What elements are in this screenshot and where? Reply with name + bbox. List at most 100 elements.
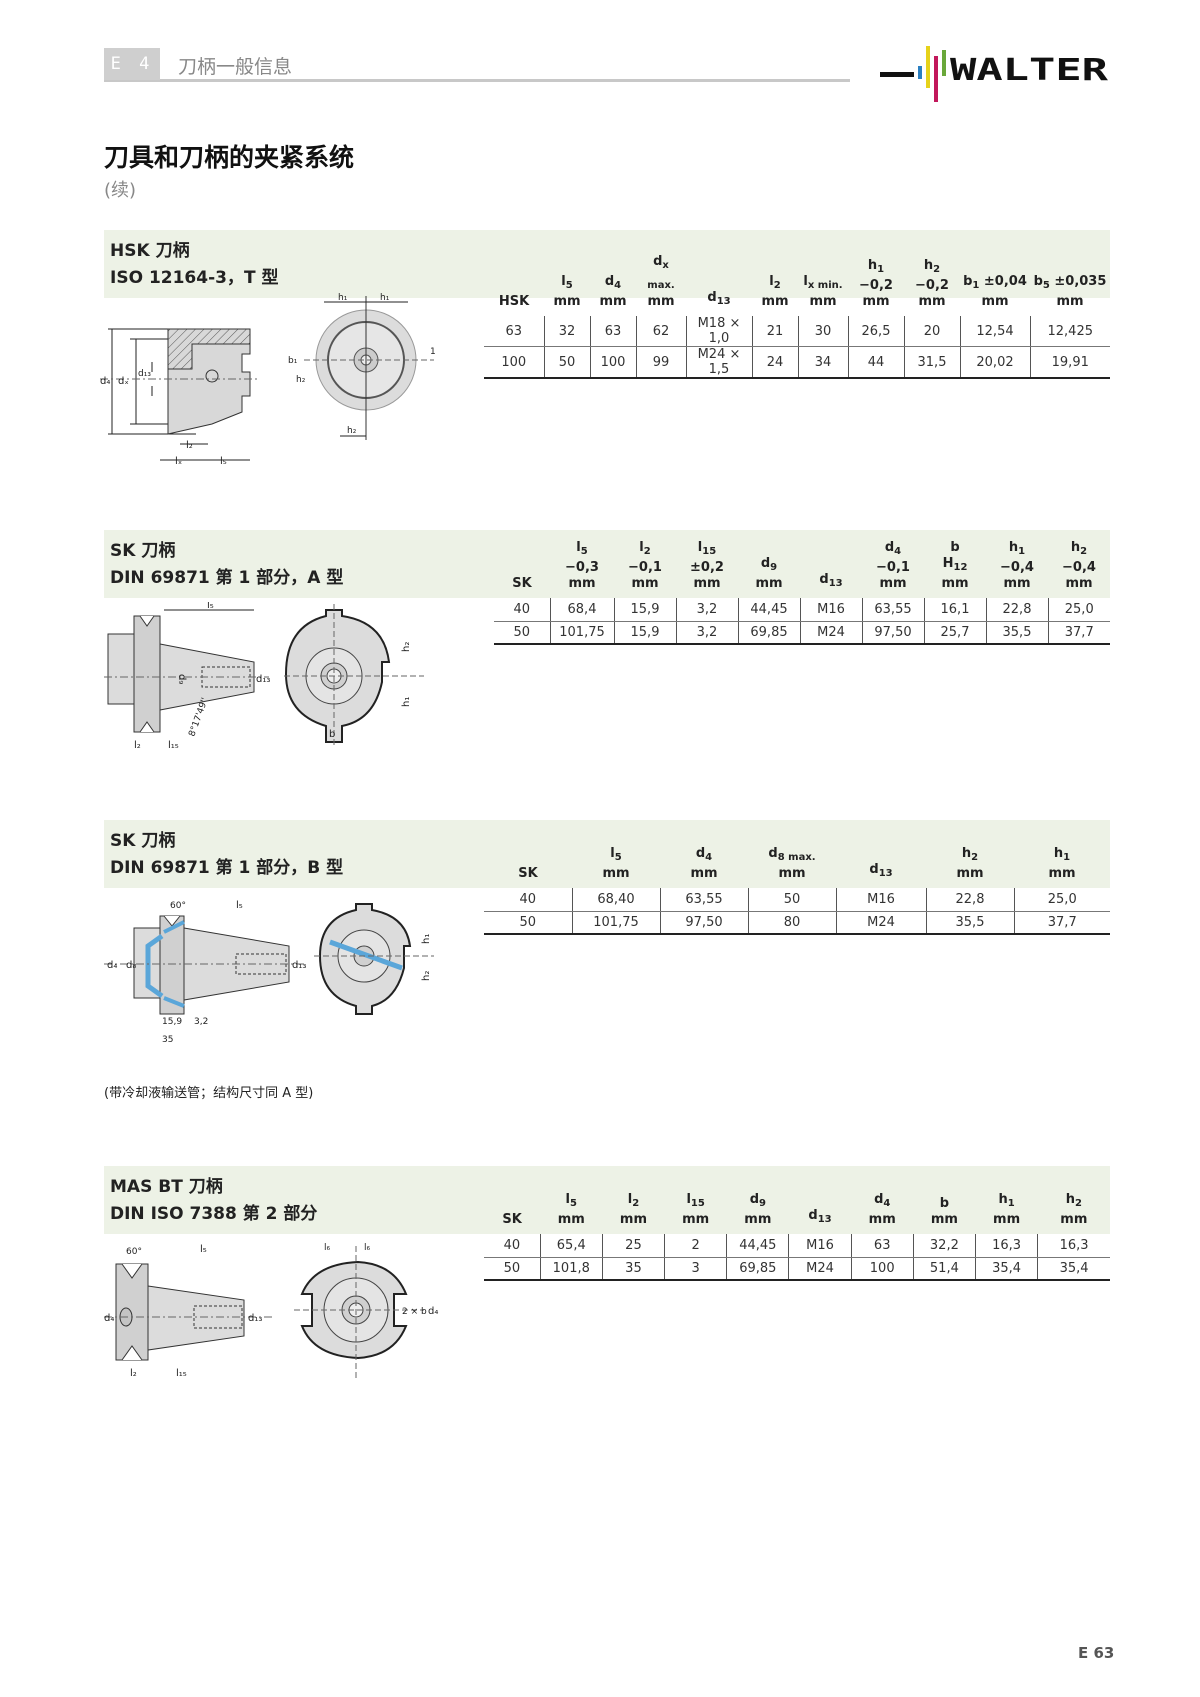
table-cell: 20 bbox=[903, 316, 960, 347]
section-band bbox=[104, 230, 1110, 298]
table-cell: 3,2 bbox=[675, 598, 738, 622]
table-cell: M16 bbox=[799, 598, 862, 622]
table-cell: M24 × 1,5 bbox=[685, 346, 752, 379]
svg-text:15,9: 15,9 bbox=[162, 1017, 182, 1027]
svg-text:35: 35 bbox=[162, 1035, 173, 1045]
table-cell: 50 bbox=[747, 888, 836, 912]
table-cell: 97,50 bbox=[861, 621, 924, 645]
svg-text:d₁₃: d₁₃ bbox=[138, 369, 151, 379]
svg-text:d₄: d₄ bbox=[104, 1313, 114, 1324]
table-cell: 65,4 bbox=[539, 1234, 603, 1258]
table-cell: 63 bbox=[484, 316, 544, 347]
table-cell: 101,75 bbox=[549, 621, 614, 645]
svg-text:d₄: d₄ bbox=[107, 960, 117, 971]
svg-text:d₄: d₄ bbox=[428, 1306, 438, 1317]
chapter-chip: E 4 bbox=[104, 48, 160, 80]
table-cell: 63 bbox=[589, 316, 636, 347]
table-cell: 16,1 bbox=[923, 598, 986, 622]
svg-text:h₁: h₁ bbox=[401, 697, 412, 707]
table-cell: 69,85 bbox=[726, 1257, 789, 1281]
table-cell: M24 bbox=[788, 1257, 852, 1281]
section-subtitle: DIN 69871 第 1 部分，B 型 bbox=[110, 858, 344, 878]
table-cell: 12,54 bbox=[959, 316, 1030, 347]
table-cell: 101,75 bbox=[571, 911, 660, 935]
table-cell: 44,45 bbox=[737, 598, 800, 622]
section-band bbox=[104, 1166, 1110, 1234]
table-cell: 3,2 bbox=[675, 621, 738, 645]
column-header: HSK bbox=[498, 294, 530, 309]
table-cell: 25,0 bbox=[1047, 598, 1110, 622]
column-header: SK bbox=[518, 866, 538, 881]
table-cell: 21 bbox=[751, 316, 798, 347]
table-cell: 3 bbox=[664, 1257, 727, 1281]
table-cell: 51,4 bbox=[912, 1257, 976, 1281]
logo-text: WALTER bbox=[950, 53, 1109, 88]
svg-text:h₁: h₁ bbox=[338, 293, 348, 303]
table-cell: 40 bbox=[484, 888, 572, 912]
table-cell: 50 bbox=[543, 346, 590, 379]
table-cell: 25,7 bbox=[923, 621, 986, 645]
table-cell: 31,5 bbox=[903, 346, 960, 379]
svg-text:60°: 60° bbox=[126, 1247, 142, 1257]
column-header: d13 bbox=[819, 572, 843, 589]
sk-b-side-view-drawing: d₄ d₈ 60° l₅ d₁₃ 15,9 3,2 35 bbox=[104, 900, 306, 1045]
svg-text:b₁: b₁ bbox=[288, 356, 298, 366]
svg-text:h₂: h₂ bbox=[347, 426, 357, 436]
svg-text:h₂: h₂ bbox=[296, 375, 306, 385]
table-cell: 100 bbox=[484, 346, 544, 379]
svg-text:l₅: l₅ bbox=[236, 900, 243, 911]
column-header: SK bbox=[512, 576, 532, 591]
table-cell: 15,9 bbox=[613, 621, 676, 645]
section-title: SK 刀柄 bbox=[110, 831, 176, 851]
table-cell: 35,5 bbox=[925, 911, 1014, 935]
column-header: d8 max.mm bbox=[768, 846, 816, 881]
svg-text:h₂: h₂ bbox=[401, 642, 412, 652]
coolant-note: (带冷却液输送管；结构尺寸同 A 型) bbox=[104, 1086, 314, 1101]
table-cell: 25 bbox=[601, 1234, 665, 1258]
table-cell: 50 bbox=[484, 911, 572, 935]
section-subtitle: DIN ISO 7388 第 2 部分 bbox=[110, 1204, 318, 1224]
svg-text:2 × b: 2 × b bbox=[402, 1307, 427, 1317]
section-subtitle: ISO 12164-3，T 型 bbox=[110, 268, 279, 288]
table-cell: 16,3 bbox=[974, 1234, 1038, 1258]
table-cell: 24 bbox=[751, 346, 798, 379]
column-header: d13 bbox=[869, 862, 893, 879]
table-cell: 40 bbox=[484, 1234, 541, 1258]
table-cell: 44,45 bbox=[726, 1234, 789, 1258]
svg-text:h₁: h₁ bbox=[421, 934, 432, 944]
page-number: E 63 bbox=[1078, 1644, 1115, 1662]
table-cell: 25,0 bbox=[1013, 888, 1110, 912]
section-band bbox=[104, 530, 1110, 598]
chapter-header: E 4 刀柄一般信息 bbox=[104, 48, 850, 82]
table-cell: 97,50 bbox=[659, 911, 748, 935]
section-band bbox=[104, 820, 1110, 888]
sk-a-side-view-drawing: l₅ d₉ d₁₃ 8°17'49'' l₂ l₁₅ bbox=[104, 602, 270, 751]
section-title: SK 刀柄 bbox=[110, 541, 176, 561]
table-cell: 63 bbox=[850, 1234, 914, 1258]
table-cell: 100 bbox=[850, 1257, 914, 1281]
table-cell: 50 bbox=[484, 1257, 541, 1281]
column-header: SK bbox=[502, 1212, 522, 1227]
svg-text:d₈: d₈ bbox=[126, 960, 136, 971]
